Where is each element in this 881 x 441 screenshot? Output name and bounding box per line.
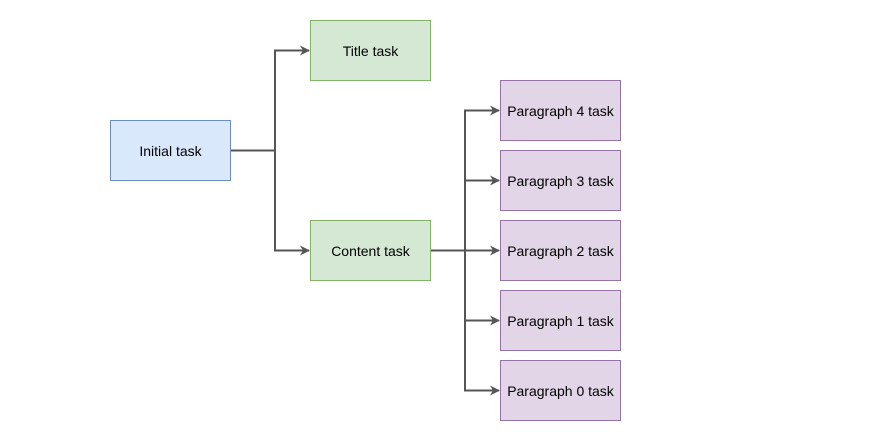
node-content-task: Content task: [310, 220, 431, 281]
edge-content-to-p3: [431, 175, 500, 252]
node-title-task: Title task: [310, 20, 431, 81]
node-paragraph-2-task: Paragraph 2 task: [500, 220, 621, 281]
edge-content-to-p0: [431, 249, 500, 396]
node-paragraph-0-task: Paragraph 0 task: [500, 360, 621, 421]
node-paragraph-4-task: Paragraph 4 task: [500, 80, 621, 141]
node-initial-task: Initial task: [110, 120, 231, 181]
node-paragraph-1-task: Paragraph 1 task: [500, 290, 621, 351]
edge-initial-to-content: [231, 149, 310, 256]
edge-initial-to-title: [231, 45, 310, 152]
node-paragraph-3-task: Paragraph 3 task: [500, 150, 621, 211]
